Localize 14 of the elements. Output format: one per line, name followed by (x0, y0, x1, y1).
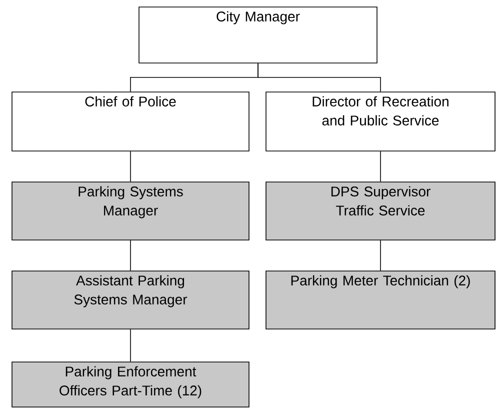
org-box: Parking Meter Technician (2) (266, 270, 496, 330)
org-box: Parking Systems Manager (12, 182, 250, 240)
connector-line (130, 329, 131, 362)
connector-line (130, 240, 131, 271)
connector-line (130, 151, 131, 182)
connector-line (380, 151, 381, 182)
org-box: Assistant Parking Systems Manager (12, 270, 250, 330)
org-box: City Manager (138, 6, 378, 64)
connector-line (258, 63, 381, 92)
connector-line (380, 240, 381, 271)
org-box: Chief of Police (12, 92, 250, 152)
org-box: Parking Enforcement Officers Part-Time (12) (12, 362, 250, 408)
org-box: DPS Supervisor Traffic Service (266, 182, 496, 240)
org-box: Director of Recreation and Public Service (266, 92, 496, 152)
